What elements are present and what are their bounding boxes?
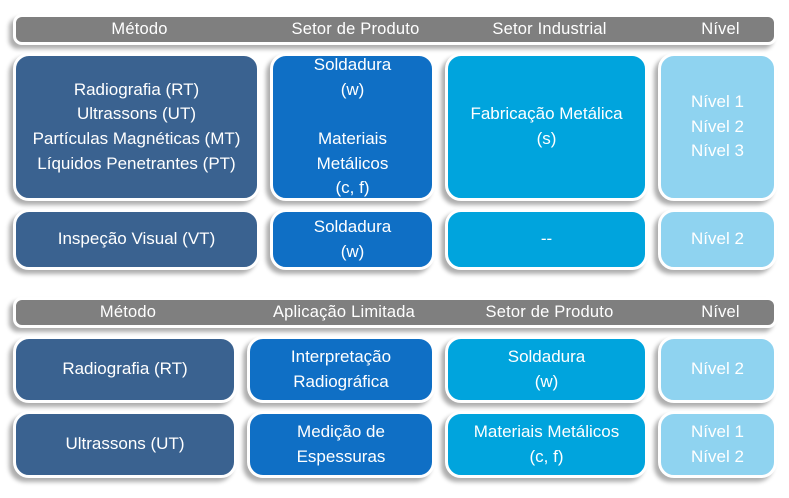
header-metodo: Método — [111, 20, 168, 38]
header-setor-de-produto: Setor de Produto — [485, 303, 614, 321]
table-row: Radiografia (RT) Ultrassons (UT) Partícu… — [13, 53, 777, 201]
product-sector-cell: Soldadura (w) Materiais Metálicos (c, f) — [270, 53, 435, 201]
header-nivel: Nível — [701, 20, 740, 38]
product-sector-cell: Soldadura (w) — [445, 336, 648, 403]
industrial-sector-cell: Fabricação Metálica (s) — [445, 53, 648, 201]
table-row: Ultrassons (UT) Medição de Espessuras Ma… — [13, 411, 777, 478]
header-row: Método Setor de Produto Setor Industrial… — [13, 14, 777, 45]
methods-cell: Inspeção Visual (VT) — [13, 209, 260, 270]
level-cell: Nível 2 — [658, 209, 777, 270]
header-aplicacao-limitada: Aplicação Limitada — [272, 303, 416, 321]
methods-cell: Radiografia (RT) — [13, 336, 237, 403]
table-row: Inspeção Visual (VT) Soldadura (w) -- Ní… — [13, 209, 777, 270]
table-limited-application: Método Aplicação Limitada Setor de Produ… — [13, 297, 777, 478]
limited-application-cell: Interpretação Radiográfica — [247, 336, 435, 403]
industrial-sector-cell: -- — [445, 209, 648, 270]
methods-cell: Ultrassons (UT) — [13, 411, 237, 478]
header-setor-de-produto: Setor de Produto — [291, 20, 420, 38]
table-row: Radiografia (RT) Interpretação Radiográf… — [13, 336, 777, 403]
methods-cell: Radiografia (RT) Ultrassons (UT) Partícu… — [13, 53, 260, 201]
table-sector-qualification: Método Setor de Produto Setor Industrial… — [13, 14, 777, 270]
level-cell: Nível 1 Nível 2 — [658, 411, 777, 478]
level-cell: Nível 2 — [658, 336, 777, 403]
limited-application-cell: Medição de Espessuras — [247, 411, 435, 478]
product-sector-cell: Soldadura (w) — [270, 209, 435, 270]
header-row: Método Aplicação Limitada Setor de Produ… — [13, 297, 777, 328]
level-cell: Nível 1 Nível 2 Nível 3 — [658, 53, 777, 201]
header-setor-industrial: Setor Industrial — [492, 20, 607, 38]
product-sector-cell: Materiais Metálicos (c, f) — [445, 411, 648, 478]
header-metodo: Método — [99, 303, 157, 321]
header-nivel: Nível — [701, 303, 740, 321]
